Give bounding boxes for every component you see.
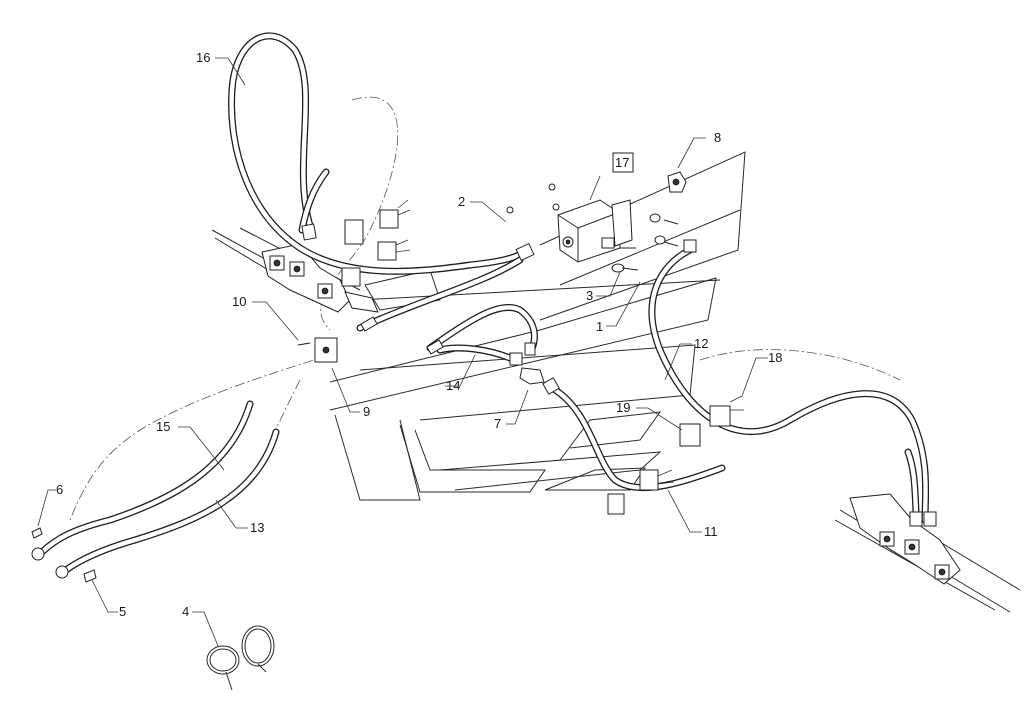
callout-17: 17 xyxy=(615,155,629,170)
hoses xyxy=(38,32,930,574)
callout-9: 9 xyxy=(363,404,370,419)
callout-1: 1 xyxy=(596,319,603,334)
leader-lines xyxy=(37,57,768,647)
callout-6: 6 xyxy=(56,482,63,497)
callout-4: 4 xyxy=(182,604,189,619)
pump-block xyxy=(557,199,633,263)
callout-17-box xyxy=(612,152,634,173)
right-valve-assembly xyxy=(834,493,1021,613)
callout-11: 11 xyxy=(704,524,718,539)
phantom-outlines xyxy=(69,96,901,521)
ring-clamps xyxy=(206,625,275,691)
callout-16: 16 xyxy=(196,50,210,65)
elbow-fitting xyxy=(667,171,687,193)
callout-15: 15 xyxy=(156,419,170,434)
callout-19: 19 xyxy=(616,400,630,415)
callout-labels: 16 2 17 8 3 1 10 14 9 7 12 18 19 11 15 1… xyxy=(56,50,782,619)
hose-fittings xyxy=(31,223,937,579)
callout-8: 8 xyxy=(714,130,721,145)
callout-12: 12 xyxy=(694,336,708,351)
hardware xyxy=(31,183,744,583)
callout-10: 10 xyxy=(232,294,246,309)
left-valve-assembly xyxy=(211,227,379,313)
callout-18: 18 xyxy=(768,350,782,365)
callout-2: 2 xyxy=(458,194,465,209)
callout-13: 13 xyxy=(250,520,264,535)
frame-panels xyxy=(329,151,746,501)
callout-14: 14 xyxy=(446,378,460,393)
callout-7: 7 xyxy=(494,416,501,431)
callout-3: 3 xyxy=(586,288,593,303)
callout-5: 5 xyxy=(119,604,126,619)
